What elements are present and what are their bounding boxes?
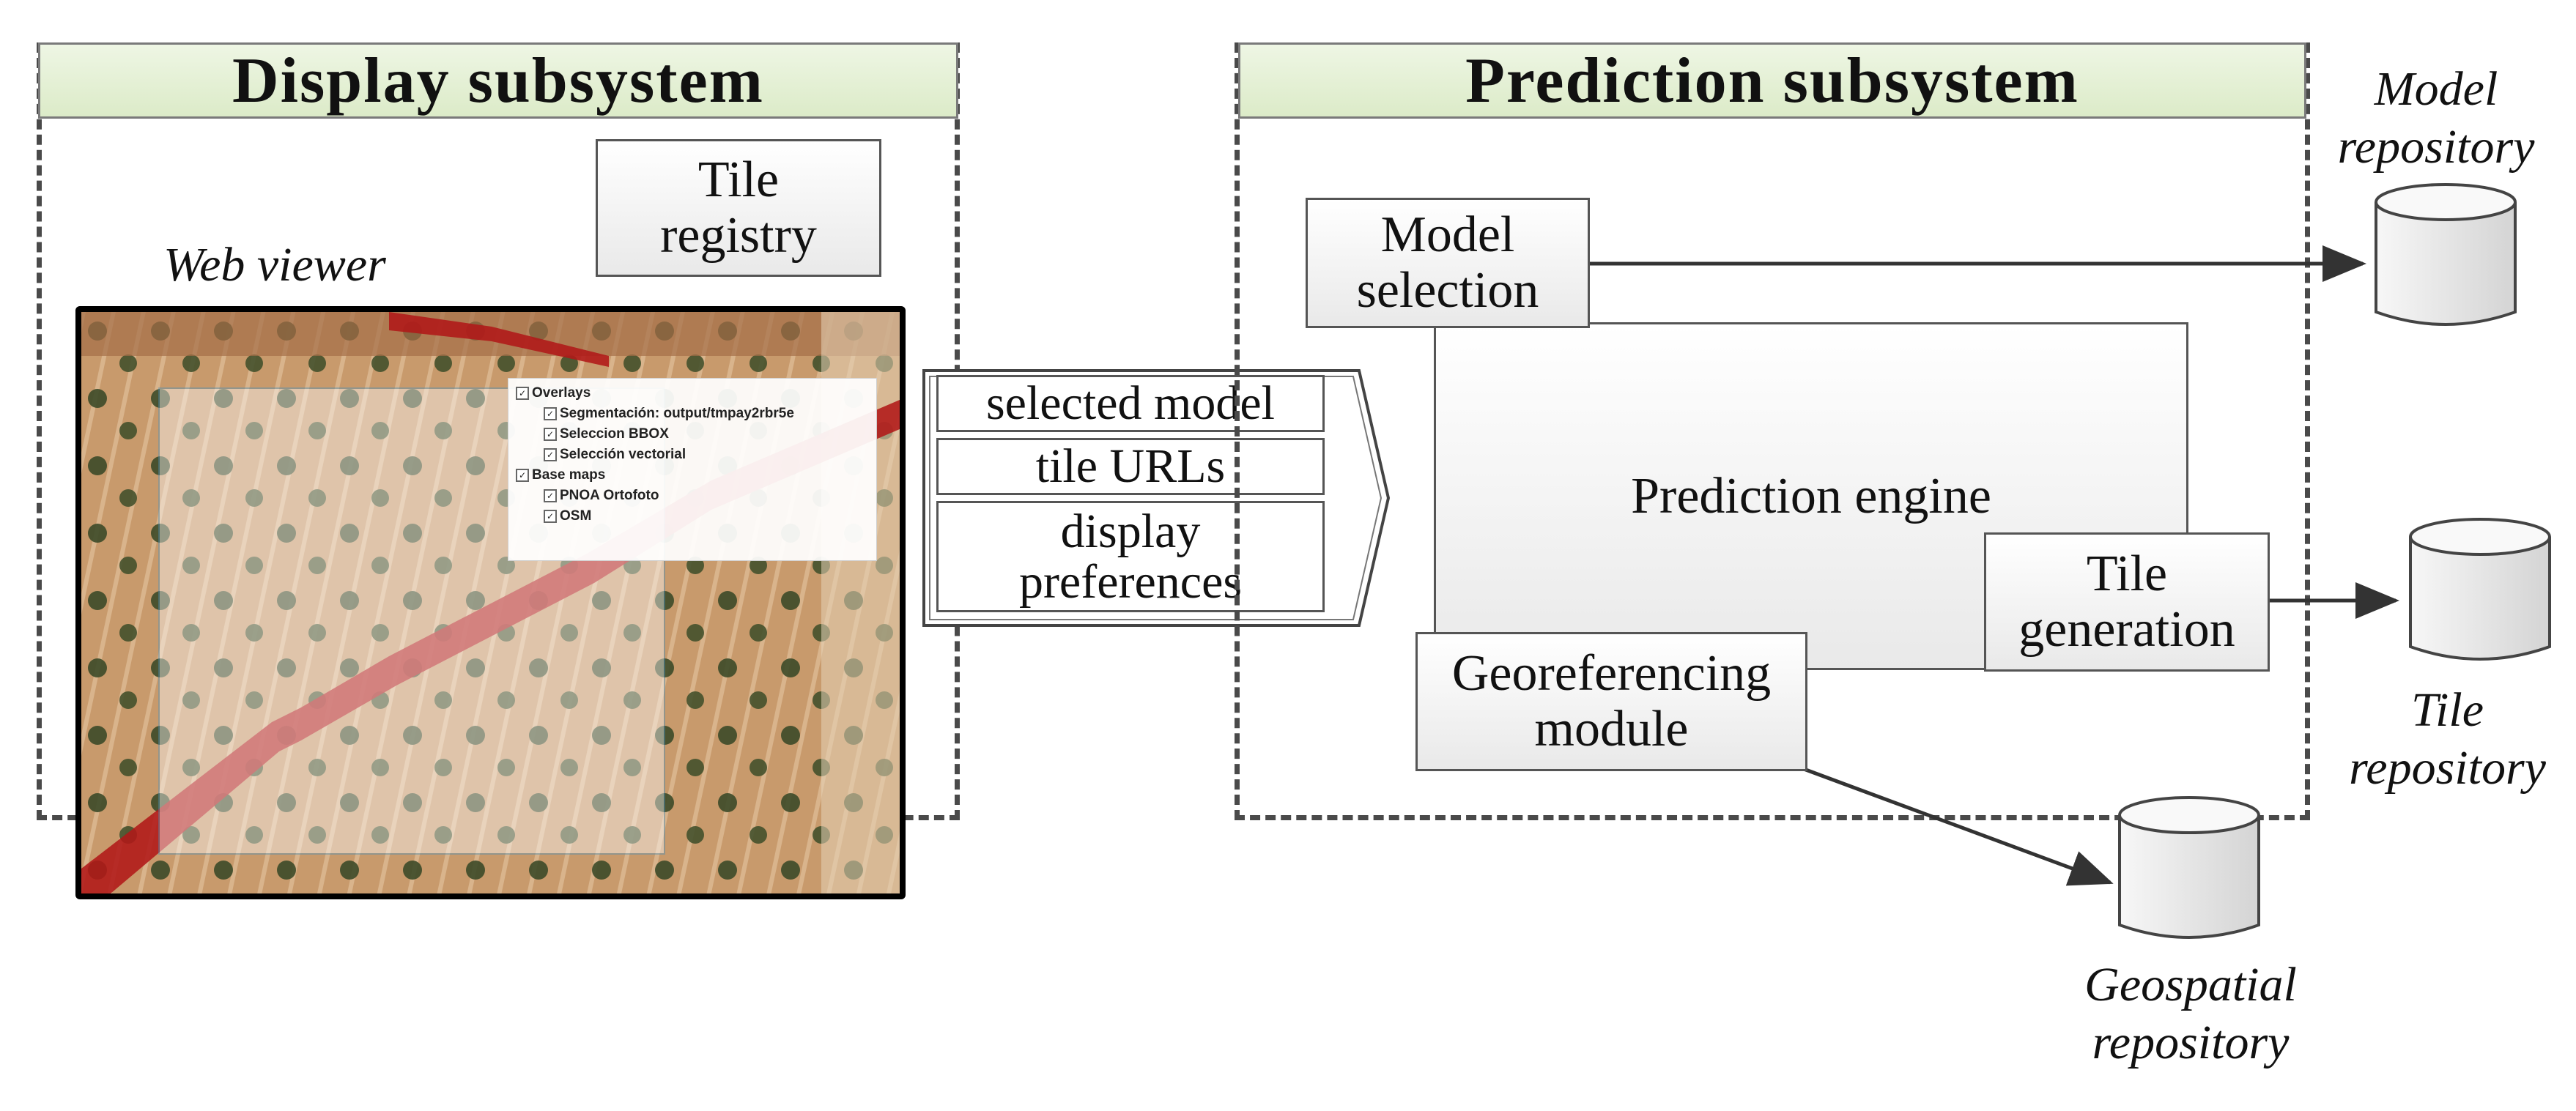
display-preferences-label: display preferences: [936, 501, 1325, 612]
display-preferences-line1: display: [1060, 504, 1201, 558]
web-viewer[interactable]: ✓ Overlays ✓ Segmentación: output/tmpay2…: [75, 306, 906, 899]
legend-overlays[interactable]: ✓ Overlays: [516, 383, 869, 404]
tile-registry-box: Tile registry: [596, 139, 881, 277]
checkbox-icon[interactable]: ✓: [516, 469, 529, 482]
tile-generation-line2: generation: [2018, 601, 2235, 658]
checkbox-icon[interactable]: ✓: [544, 428, 557, 441]
georeferencing-module-box: Georeferencing module: [1415, 632, 1807, 771]
display-subsystem-title: Display subsystem: [38, 42, 958, 119]
legend-pnoa[interactable]: ✓ PNOA Ortofoto: [516, 486, 869, 506]
tile-registry-line1: Tile: [697, 152, 780, 209]
geospatial-repository-cylinder-icon: [2118, 796, 2260, 939]
legend-base-maps[interactable]: ✓ Base maps: [516, 465, 869, 486]
layer-legend[interactable]: ✓ Overlays ✓ Segmentación: output/tmpay2…: [508, 378, 877, 561]
tile-urls-label: tile URLs: [936, 438, 1325, 495]
georeferencing-line1: Georeferencing: [1451, 645, 1772, 702]
tile-generation-box: Tile generation: [1984, 532, 2270, 672]
prediction-subsystem-title: Prediction subsystem: [1238, 42, 2306, 119]
model-selection-line2: selection: [1356, 262, 1539, 319]
checkbox-icon[interactable]: ✓: [544, 448, 557, 461]
georeferencing-line2: module: [1534, 701, 1689, 757]
display-preferences-line2: preferences: [1018, 555, 1243, 609]
aerial-map: [81, 312, 900, 893]
checkbox-icon[interactable]: ✓: [544, 489, 557, 502]
legend-bbox[interactable]: ✓ Seleccion BBOX: [516, 424, 869, 445]
tile-generation-line1: Tile: [2086, 546, 2168, 603]
tile-repository-label: Tile repository: [2349, 683, 2546, 795]
model-selection-box: Model selection: [1306, 198, 1590, 328]
tile-registry-line2: registry: [660, 207, 817, 264]
model-repository-cylinder-icon: [2375, 183, 2517, 326]
model-selection-line1: Model: [1380, 207, 1515, 264]
legend-vectorial[interactable]: ✓ Selección vectorial: [516, 445, 869, 465]
checkbox-icon[interactable]: ✓: [544, 407, 557, 420]
legend-osm[interactable]: ✓ OSM: [516, 506, 869, 527]
geospatial-repository-label: Geospatial repository: [2084, 958, 2297, 1070]
legend-segmentation[interactable]: ✓ Segmentación: output/tmpay2rbr5e: [516, 404, 869, 424]
arrow-to-geospatial-repo: [1803, 767, 2114, 886]
web-viewer-label: Web viewer: [163, 238, 386, 291]
model-repository-label: Model repository: [2337, 62, 2535, 174]
checkbox-icon[interactable]: ✓: [516, 387, 529, 400]
selected-model-label: selected model: [936, 375, 1325, 432]
tile-repository-cylinder-icon: [2409, 518, 2551, 661]
checkbox-icon[interactable]: ✓: [544, 510, 557, 523]
